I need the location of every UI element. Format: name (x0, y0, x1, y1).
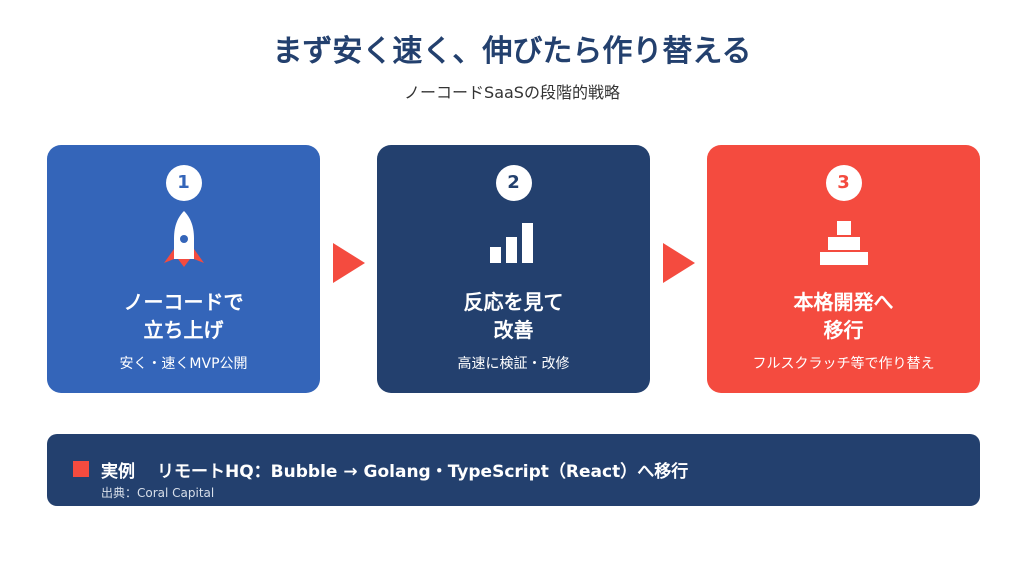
step-number-2: 2 (495, 165, 532, 201)
step-number-3: 3 (825, 165, 862, 201)
step-card-2: 2 反応を見て 改善 高速に検証・改修 (377, 145, 650, 393)
example-source: 出典：Coral Capital (101, 486, 215, 500)
example-text: リモートHQ：Bubble → Golang・TypeScript（React）… (157, 462, 689, 482)
arrow-right-icon (663, 243, 695, 283)
step-desc-2: 高速に検証・改修 (457, 356, 570, 372)
example-box: 実例 リモートHQ：Bubble → Golang・TypeScript（Rea… (47, 434, 980, 506)
page-title: まず安く速く、伸びたら作り替える (272, 34, 752, 69)
step-title-1: ノーコードで 立ち上げ (123, 290, 244, 342)
bar-chart-icon (489, 223, 533, 263)
step-title-2: 反応を見て 改善 (463, 290, 564, 342)
step-card-1: 1 ノーコードで 立ち上げ 安く・速くMVP公開 (47, 145, 320, 393)
example-label: 実例 (101, 462, 135, 482)
page-subtitle: ノーコードSaaSの段階的戦略 (404, 83, 620, 102)
step-desc-3: フルスクラッチ等で作り替え (752, 356, 935, 372)
square-bullet-icon (73, 461, 89, 477)
step-number-1: 1 (165, 165, 202, 201)
rocket-icon (163, 211, 204, 267)
pyramid-icon (819, 221, 868, 265)
step-card-3: 3 本格開発へ 移行 フルスクラッチ等で作り替え (707, 145, 980, 393)
arrow-right-icon (333, 243, 365, 283)
step-title-3: 本格開発へ 移行 (793, 290, 894, 342)
step-desc-1: 安く・速くMVP公開 (119, 356, 248, 372)
